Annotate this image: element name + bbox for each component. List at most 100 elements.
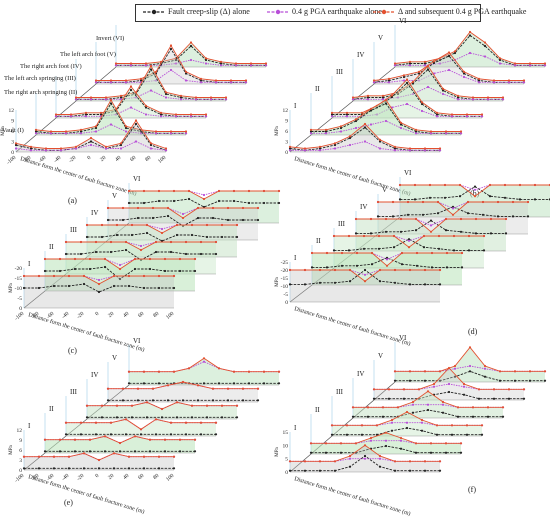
series-point <box>184 130 188 133</box>
series-point <box>14 142 18 145</box>
series-point <box>405 421 409 424</box>
series-point <box>149 89 153 92</box>
series-point <box>414 217 418 221</box>
series-point <box>435 113 439 116</box>
series-point <box>74 96 78 99</box>
series-point <box>202 197 206 201</box>
series-point <box>34 128 38 131</box>
series-point <box>149 142 153 145</box>
series-point <box>339 442 343 445</box>
series-point <box>486 415 490 418</box>
series-point <box>429 451 433 454</box>
series-point <box>477 81 481 84</box>
series-point <box>518 183 522 187</box>
series-point <box>385 258 389 261</box>
series-point <box>145 231 149 235</box>
series-point <box>432 61 436 65</box>
series-point <box>136 387 140 390</box>
series-point <box>332 234 336 238</box>
series-point <box>145 401 149 404</box>
series-point <box>462 72 466 75</box>
series-point <box>522 397 526 400</box>
series-point <box>430 266 434 269</box>
series-point <box>408 283 412 286</box>
series-point <box>199 81 203 84</box>
y-tick-label: 6 <box>19 448 22 454</box>
y-tick-label: 0 <box>19 468 22 474</box>
series-point <box>144 106 148 109</box>
series-point <box>127 467 131 470</box>
slice-label: I <box>294 254 297 262</box>
series-point <box>473 188 477 191</box>
series-point <box>157 382 161 385</box>
panel-label: (b) <box>470 189 480 198</box>
series-point <box>543 62 547 65</box>
slice-label: I <box>28 422 31 430</box>
position-label-full: Invert (VI) <box>96 35 124 42</box>
slice-wall <box>311 432 461 454</box>
series-point <box>115 404 119 407</box>
series-point <box>127 370 131 373</box>
series-point <box>378 147 382 150</box>
series-point <box>220 223 224 227</box>
series-point <box>204 113 208 116</box>
series-point <box>100 404 104 407</box>
x-tick-label: 40 <box>114 155 122 163</box>
series-point <box>219 64 223 67</box>
series-point <box>486 406 490 409</box>
series-point <box>74 145 78 148</box>
series-point <box>481 200 485 204</box>
series-point <box>511 215 515 218</box>
depth-axis <box>15 66 117 153</box>
series-point <box>372 388 376 391</box>
series-point <box>437 234 441 238</box>
panel-label: (c) <box>68 346 77 355</box>
series-point <box>190 404 194 407</box>
series-point <box>366 98 370 101</box>
series-point <box>444 229 448 232</box>
series-point <box>501 415 505 418</box>
series-point <box>348 454 352 458</box>
series-point <box>181 216 185 220</box>
series-point <box>169 68 173 72</box>
series-point <box>355 264 359 267</box>
series-point <box>421 200 425 204</box>
series-point <box>498 58 502 62</box>
series-point <box>59 149 63 152</box>
series-point <box>88 450 92 453</box>
series-point <box>73 450 77 453</box>
depth-axis <box>289 381 396 473</box>
series-point <box>423 62 427 65</box>
series-point <box>88 267 92 271</box>
series-point <box>348 136 352 140</box>
series-point <box>330 115 334 118</box>
series-point <box>184 72 188 75</box>
slice-wall <box>87 402 237 419</box>
series-point <box>378 457 382 460</box>
series-point <box>74 147 78 150</box>
series-point <box>318 469 322 472</box>
series-point <box>339 126 343 130</box>
series-point <box>372 81 376 84</box>
series-point <box>429 219 433 222</box>
series-point <box>187 197 191 201</box>
series-point <box>447 382 451 386</box>
series-point <box>241 399 245 402</box>
slice-label: III <box>336 68 344 76</box>
slice-wall <box>129 358 279 385</box>
series-point <box>202 193 206 197</box>
series-point <box>408 379 412 382</box>
series-point <box>378 280 382 283</box>
series-point <box>339 451 343 454</box>
slice-wall <box>332 412 482 436</box>
series-point <box>196 399 200 402</box>
series-point <box>115 416 119 419</box>
series-point <box>543 379 547 382</box>
series-point <box>399 123 403 126</box>
series-point <box>205 404 209 407</box>
series-point <box>109 433 113 436</box>
series-point <box>399 126 403 130</box>
series-point <box>14 143 18 147</box>
series-point <box>172 455 176 458</box>
slice-label: VI <box>133 175 141 183</box>
